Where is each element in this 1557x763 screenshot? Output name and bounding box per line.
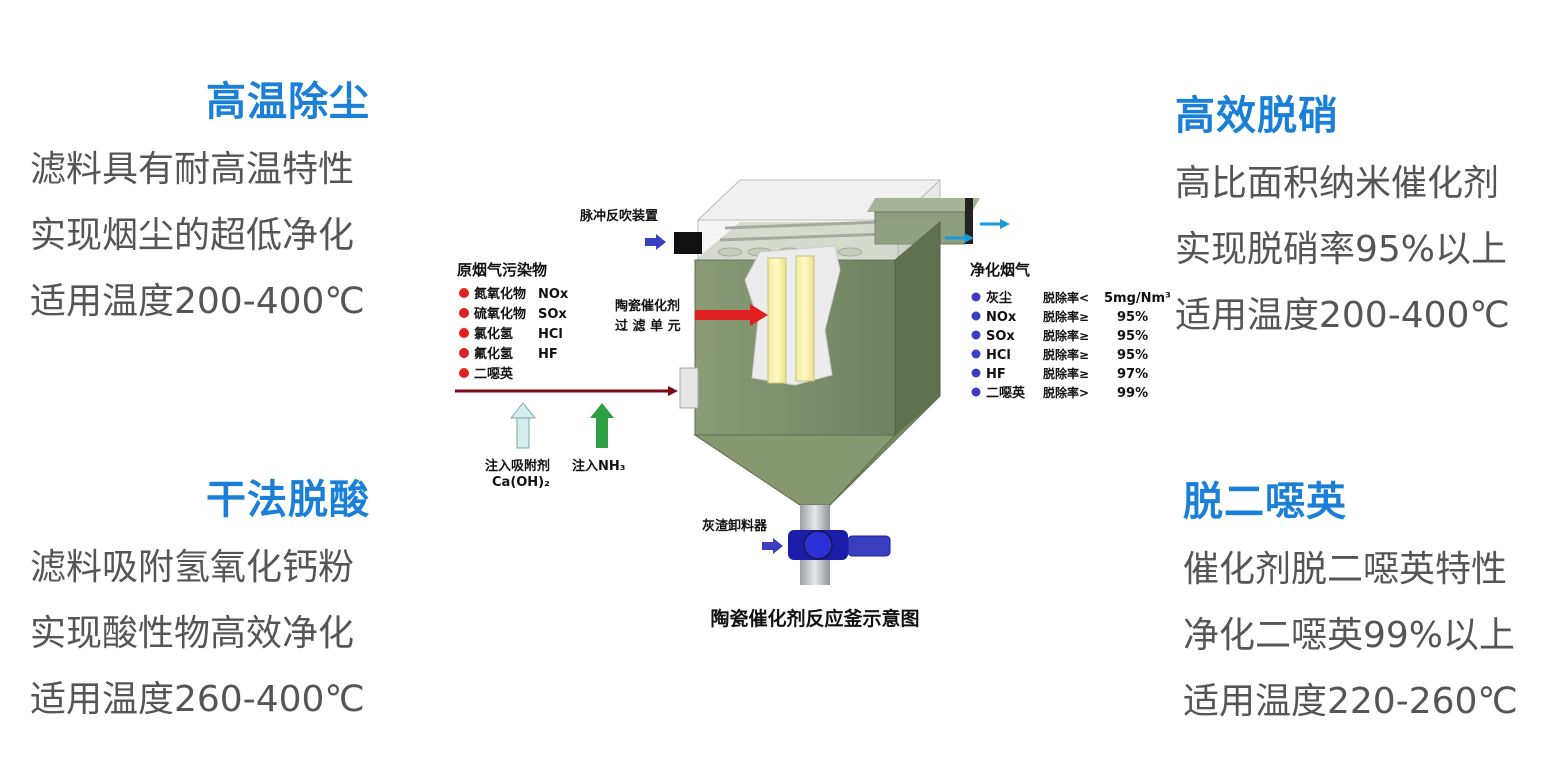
pollutant-list: 氮氧化物 NOx 硫氧化物 SOx 氯化氢 HCl 氟化氢 HF 二噁英 bbox=[459, 286, 569, 382]
pollutant-bullet bbox=[459, 308, 469, 318]
pollutant-bullet bbox=[459, 368, 469, 378]
nh3-arrow-shaft bbox=[596, 418, 608, 448]
adsorbent-label-1: 注入吸附剂 bbox=[485, 458, 550, 474]
feature-title: 干法脱酸 bbox=[206, 477, 370, 523]
removal-bullet bbox=[971, 330, 981, 340]
raw-gas-title: 原烟气污染物 bbox=[457, 261, 547, 279]
removal-label: 脱除率≥ bbox=[1043, 347, 1089, 362]
removal-item: 二噁英 bbox=[986, 385, 1026, 401]
removal-label: 脱除率≥ bbox=[1043, 366, 1089, 381]
feature-line: 适用温度260-400℃ bbox=[30, 679, 365, 720]
removal-item: SOx bbox=[986, 329, 1015, 344]
removal-value: 97% bbox=[1117, 367, 1148, 382]
inlet-flow-head bbox=[668, 386, 678, 396]
feature-line: 适用温度220-260℃ bbox=[1183, 681, 1518, 722]
removal-value: 95% bbox=[1117, 348, 1148, 363]
feature-line: 适用温度200-400℃ bbox=[1175, 295, 1510, 336]
removal-item: HF bbox=[986, 367, 1006, 382]
adsorbent-arrow-shaft bbox=[516, 417, 530, 449]
pollutant-formula: SOx bbox=[538, 307, 567, 322]
feature-denitration: 高效脱硝 高比面积纳米催化剂 实现脱硝率95%以上 适用温度200-400℃ bbox=[1175, 92, 1535, 338]
feature-line: 滤料吸附氢氧化钙粉 bbox=[30, 547, 355, 588]
feature-line: 净化二噁英99%以上 bbox=[1183, 615, 1516, 656]
reactor-diagram: 脉冲反吹装置 原烟气污染物 氮氧化物 NOx 硫氧化物 SOx 氯化氢 HCl 氟化氢 HF 二… bbox=[455, 178, 1171, 630]
feature-dry-deacidification: 干法脱酸 滤料吸附氢氧化钙粉 实现酸性物高效净化 适用温度260-400℃ bbox=[30, 476, 370, 722]
clean-gas-title: 净化烟气 bbox=[970, 261, 1030, 279]
pulse-device-label: 脉冲反吹装置 bbox=[579, 208, 658, 224]
tank-top-edge bbox=[695, 222, 940, 260]
filter-arrow-shaft bbox=[695, 310, 750, 320]
removal-bullet bbox=[971, 349, 981, 359]
removal-bullet bbox=[971, 311, 981, 321]
diagram-caption: 陶瓷催化剂反应釜示意图 bbox=[710, 607, 919, 630]
removal-item: HCl bbox=[986, 348, 1011, 363]
removal-label: 脱除率> bbox=[1043, 385, 1089, 400]
removal-bullet bbox=[971, 368, 981, 378]
feature-line: 实现酸性物高效净化 bbox=[30, 613, 355, 654]
feature-line: 滤料具有耐高温特性 bbox=[30, 149, 355, 190]
removal-value: 5mg/Nm³ bbox=[1104, 291, 1171, 306]
pollutant-bullet bbox=[459, 288, 469, 298]
removal-value: 95% bbox=[1117, 310, 1148, 325]
filter-unit-label-2: 过 滤 单 元 bbox=[615, 318, 681, 334]
removal-bullet bbox=[971, 292, 981, 302]
nh3-arrow-head bbox=[590, 403, 614, 418]
nh3-label: 注入NH₃ bbox=[572, 458, 625, 474]
feature-line: 催化剂脱二噁英特性 bbox=[1183, 549, 1508, 590]
pollutant-formula: HF bbox=[538, 347, 558, 362]
pollutant-formula: HCl bbox=[538, 327, 563, 342]
pollutant-formula: NOx bbox=[538, 287, 569, 302]
removal-label: 脱除率≥ bbox=[1043, 328, 1089, 343]
removal-label: 脱除率< bbox=[1043, 290, 1089, 305]
removal-label: 脱除率≥ bbox=[1043, 309, 1089, 324]
removal-list: 灰尘 脱除率< 5mg/Nm³ NOx 脱除率≥ 95% SOx 脱除率≥ 95% HCl 脱除率≥… bbox=[971, 290, 1171, 401]
valve-motor bbox=[847, 535, 891, 557]
filter-arrow-head bbox=[750, 304, 768, 326]
feature-title: 高温除尘 bbox=[206, 79, 370, 125]
removal-item: NOx bbox=[986, 310, 1017, 325]
filter-tube bbox=[795, 255, 815, 382]
pollutant-name: 硫氧化物 bbox=[474, 306, 526, 322]
pulse-device-block bbox=[674, 232, 702, 254]
outlet-duct-top bbox=[867, 198, 980, 212]
pollutant-bullet bbox=[459, 328, 469, 338]
feature-line: 实现烟尘的超低净化 bbox=[30, 215, 355, 256]
ash-unloader-label: 灰渣卸料器 bbox=[702, 518, 768, 534]
feature-title: 高效脱硝 bbox=[1175, 93, 1339, 139]
filter-tube bbox=[767, 257, 787, 384]
adsorbent-arrow-head bbox=[509, 402, 537, 419]
removal-value: 99% bbox=[1117, 386, 1148, 401]
removal-bullet bbox=[971, 387, 981, 397]
feature-line: 实现脱硝率95%以上 bbox=[1175, 229, 1508, 270]
feature-high-temp-dust: 高温除尘 滤料具有耐高温特性 实现烟尘的超低净化 适用温度200-400℃ bbox=[30, 78, 370, 324]
pollutant-name: 氯化氢 bbox=[474, 326, 513, 342]
filter-unit-label-1: 陶瓷催化剂 bbox=[615, 298, 680, 314]
inlet-box bbox=[679, 367, 699, 409]
removal-value: 95% bbox=[1117, 329, 1148, 344]
feature-line: 适用温度200-400℃ bbox=[30, 281, 365, 322]
pollutant-bullet bbox=[459, 348, 469, 358]
feature-dioxin-removal: 脱二噁英 催化剂脱二噁英特性 净化二噁英99%以上 适用温度220-260℃ bbox=[1183, 478, 1543, 724]
feature-title: 脱二噁英 bbox=[1183, 479, 1347, 525]
feature-line: 高比面积纳米催化剂 bbox=[1175, 163, 1500, 204]
pollutant-name: 氮氧化物 bbox=[474, 286, 526, 302]
pollutant-name: 氟化氢 bbox=[474, 346, 513, 362]
pollutant-name: 二噁英 bbox=[474, 366, 514, 382]
adsorbent-label-2: Ca(OH)₂ bbox=[492, 475, 550, 490]
removal-item: 灰尘 bbox=[986, 290, 1012, 306]
